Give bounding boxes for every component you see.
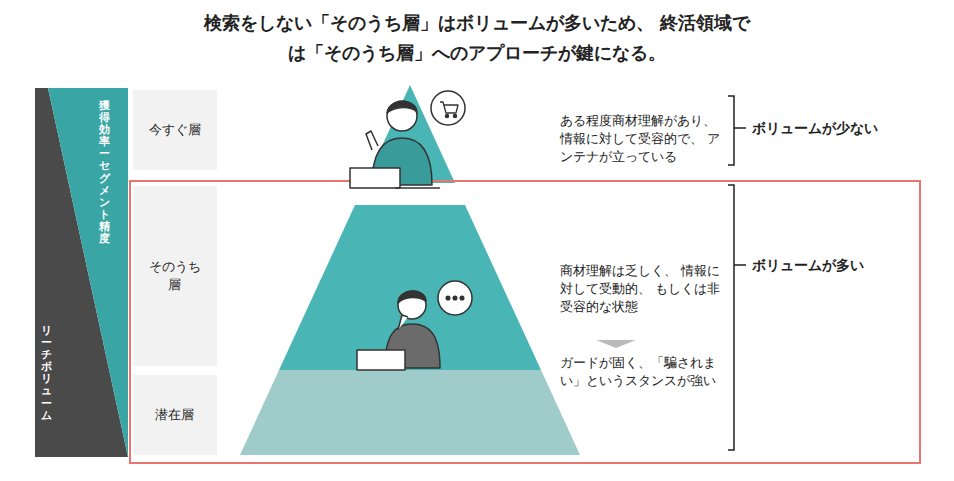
person-top: [350, 91, 465, 188]
description-text: ある程度商材理解があり、 情報に対して受容的で、 アンテナが立っている: [560, 112, 725, 166]
segment-label: 潜在層: [145, 406, 205, 424]
band-shape: [35, 88, 128, 457]
segment-label-box: そのうち 層: [133, 186, 217, 366]
title: 検索をしない「そのうち層」はボリュームが多いため、 終活領域では「そのうち層」へ…: [200, 8, 754, 68]
person-middle: [357, 281, 472, 370]
segment-label: 今すぐ層: [145, 121, 205, 139]
pyramid-bottom: [240, 370, 580, 455]
volume-label: ボリュームが少ない: [752, 118, 942, 138]
description-text: ガードが固く、「騙されま い」というスタンスが強い: [560, 354, 725, 390]
axis-label: リーチボリューム: [41, 325, 52, 422]
segment-label: そのうち 層: [145, 258, 205, 293]
highlight-frame: [130, 181, 920, 463]
bracket: [728, 96, 746, 165]
pyramid-middle: [279, 205, 541, 370]
description-text: 商材理解は乏しく、 情報に対して受動的、 もしくは非受容的な状態: [560, 262, 725, 316]
band-shape: [48, 88, 128, 457]
axis-label: 獲得効率ーセグメント精度: [99, 100, 110, 245]
down-marker: [596, 340, 636, 348]
volume-label: ボリュームが多い: [752, 255, 942, 275]
segment-label-box: 今すぐ層: [133, 90, 217, 170]
segment-label-box: 潜在層: [133, 375, 217, 455]
bracket: [728, 185, 746, 450]
